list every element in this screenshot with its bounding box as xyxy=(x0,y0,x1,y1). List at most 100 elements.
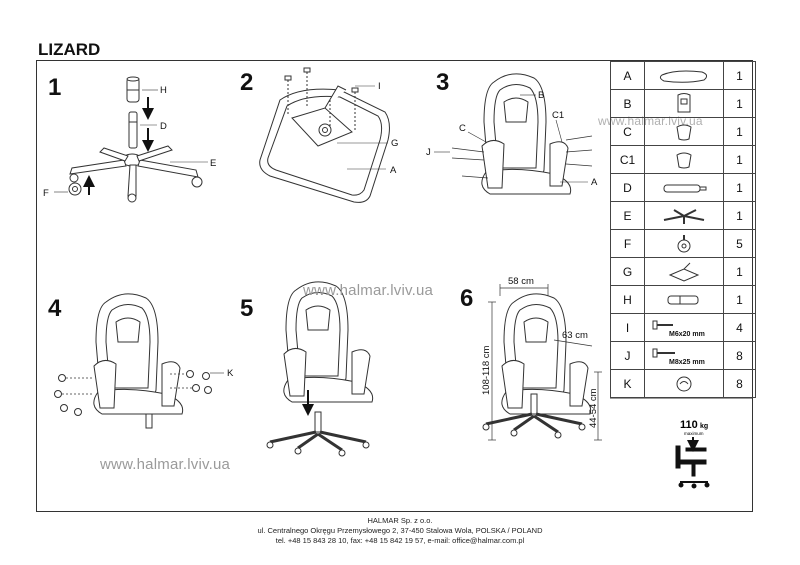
seat-icon xyxy=(659,70,708,83)
armrest-right-icon xyxy=(676,152,692,168)
part-letter: C xyxy=(610,117,645,146)
max-load-pictogram: 110 kg maximum xyxy=(675,419,710,489)
parts-row-i: I M6x20 mm 4 xyxy=(610,313,756,342)
part-quantity: 1 xyxy=(723,173,756,202)
caster-icon xyxy=(677,234,691,252)
part-quantity: 4 xyxy=(723,313,756,342)
step-1-label-d: D xyxy=(160,121,167,132)
bolt-icon xyxy=(284,67,359,130)
star-base-icon xyxy=(69,145,203,203)
part-spec: M6x20 mm xyxy=(669,331,705,338)
part-quantity: 8 xyxy=(723,369,756,398)
mechanism-icon xyxy=(668,262,700,282)
cap-icon xyxy=(676,376,692,391)
footer-contact: tel. +48 15 843 28 10, fax: +48 15 842 1… xyxy=(275,536,525,545)
step-2-label-i: I xyxy=(378,81,381,92)
step-2-drawing: 2 I G A xyxy=(240,67,398,203)
document-title: LIZARD xyxy=(38,40,101,59)
part-letter: D xyxy=(610,173,645,202)
step-1-label-h: H xyxy=(160,85,167,96)
gas-lift-icon xyxy=(663,184,707,192)
part-letter: J xyxy=(610,341,645,370)
parts-row-f: F 5 xyxy=(610,229,756,258)
part-letter: G xyxy=(610,257,645,286)
footer-company: HALMAR Sp. z o.o. xyxy=(367,516,433,525)
parts-row-a: A 1 xyxy=(610,61,756,90)
step-3-number: 3 xyxy=(436,69,449,96)
step-4-number: 4 xyxy=(48,295,62,322)
armrest-left-icon xyxy=(676,124,692,140)
parts-row-b: B 1 xyxy=(610,89,756,118)
parts-row-c: C 1 xyxy=(610,117,756,146)
gas-lift-icon xyxy=(128,111,138,149)
mechanism-icon xyxy=(291,85,353,147)
max-load-caption: maximum xyxy=(684,431,704,436)
part-letter: F xyxy=(610,229,645,258)
part-quantity: 1 xyxy=(723,201,756,230)
step-2-label-a: A xyxy=(390,165,397,176)
step-3-drawing: 3 B C C1 J A xyxy=(426,69,598,195)
bolt-icon xyxy=(451,135,593,179)
part-letter: E xyxy=(610,201,645,230)
step-3-label-b: B xyxy=(538,90,544,101)
step-3-label-c: C xyxy=(459,123,466,134)
bolt-icon: M8x25 mm xyxy=(652,348,705,366)
footer-address: ul. Centralnego Okręgu Przemysłowego 2, … xyxy=(257,526,543,535)
step-1-label-e: E xyxy=(210,158,216,169)
part-letter: I xyxy=(610,313,645,342)
dimension-seat-height: 44-54 cm xyxy=(588,388,599,428)
step-1-label-f: F xyxy=(43,188,49,199)
step-2-label-g: G xyxy=(391,138,398,149)
part-quantity: 1 xyxy=(723,257,756,286)
part-letter: H xyxy=(610,285,645,314)
step-5-number: 5 xyxy=(240,295,253,322)
part-quantity: 1 xyxy=(723,145,756,174)
step-5-drawing: 5 xyxy=(240,281,374,458)
part-quantity: 8 xyxy=(723,341,756,370)
step-6-number: 6 xyxy=(460,285,473,312)
parts-row-k: K 8 xyxy=(610,369,756,398)
gas-lift-cover-icon xyxy=(126,76,140,103)
step-1-number: 1 xyxy=(48,74,61,101)
office-chair-icon xyxy=(675,445,710,489)
backrest-icon xyxy=(677,92,691,112)
step-4-drawing: 4 K xyxy=(48,293,234,429)
step-4-label-k: K xyxy=(227,368,234,379)
part-quantity: 1 xyxy=(723,285,756,314)
step-3-label-c1: C1 xyxy=(552,110,564,121)
part-quantity: 5 xyxy=(723,229,756,258)
part-letter: A xyxy=(610,61,645,90)
step-1-drawing: 1 H D E xyxy=(43,74,216,203)
part-quantity: 1 xyxy=(723,61,756,90)
dimension-width: 58 cm xyxy=(508,276,534,287)
parts-row-c1: C1 1 xyxy=(610,145,756,174)
part-letter: C1 xyxy=(610,145,645,174)
step-6-drawing: 6 58 cm 63 cm 108-118 cm 44-54 cm xyxy=(460,276,602,441)
gas-lift-cover-icon xyxy=(667,295,699,304)
parts-list-table: A 1 B 1 C 1 C1 1 D 1 E 1 F xyxy=(610,61,756,398)
dimension-depth: 63 cm xyxy=(562,330,588,341)
cap-icon xyxy=(54,370,212,416)
watermark-center: www.halmar.lviv.ua xyxy=(303,282,434,299)
step-2-number: 2 xyxy=(240,69,253,96)
part-spec: M8x25 mm xyxy=(669,359,705,366)
caster-icon xyxy=(68,182,82,196)
step-3-label-j: J xyxy=(426,147,431,158)
watermark-bottom: www.halmar.lviv.ua xyxy=(100,456,231,473)
max-load-unit: kg xyxy=(700,423,708,430)
parts-row-j: J M8x25 mm 8 xyxy=(610,341,756,370)
parts-row-d: D 1 xyxy=(610,173,756,202)
dimension-height: 108-118 cm xyxy=(481,345,492,395)
parts-row-e: E 1 xyxy=(610,201,756,230)
parts-row-g: G 1 xyxy=(610,257,756,286)
seat-underside-icon xyxy=(259,88,390,203)
star-base-icon xyxy=(663,208,705,224)
max-load-value: 110 xyxy=(680,419,698,431)
part-quantity: 1 xyxy=(723,117,756,146)
step-3-label-a: A xyxy=(591,177,598,188)
part-letter: K xyxy=(610,369,645,398)
part-quantity: 1 xyxy=(723,89,756,118)
part-letter: B xyxy=(610,89,645,118)
parts-row-h: H 1 xyxy=(610,285,756,314)
